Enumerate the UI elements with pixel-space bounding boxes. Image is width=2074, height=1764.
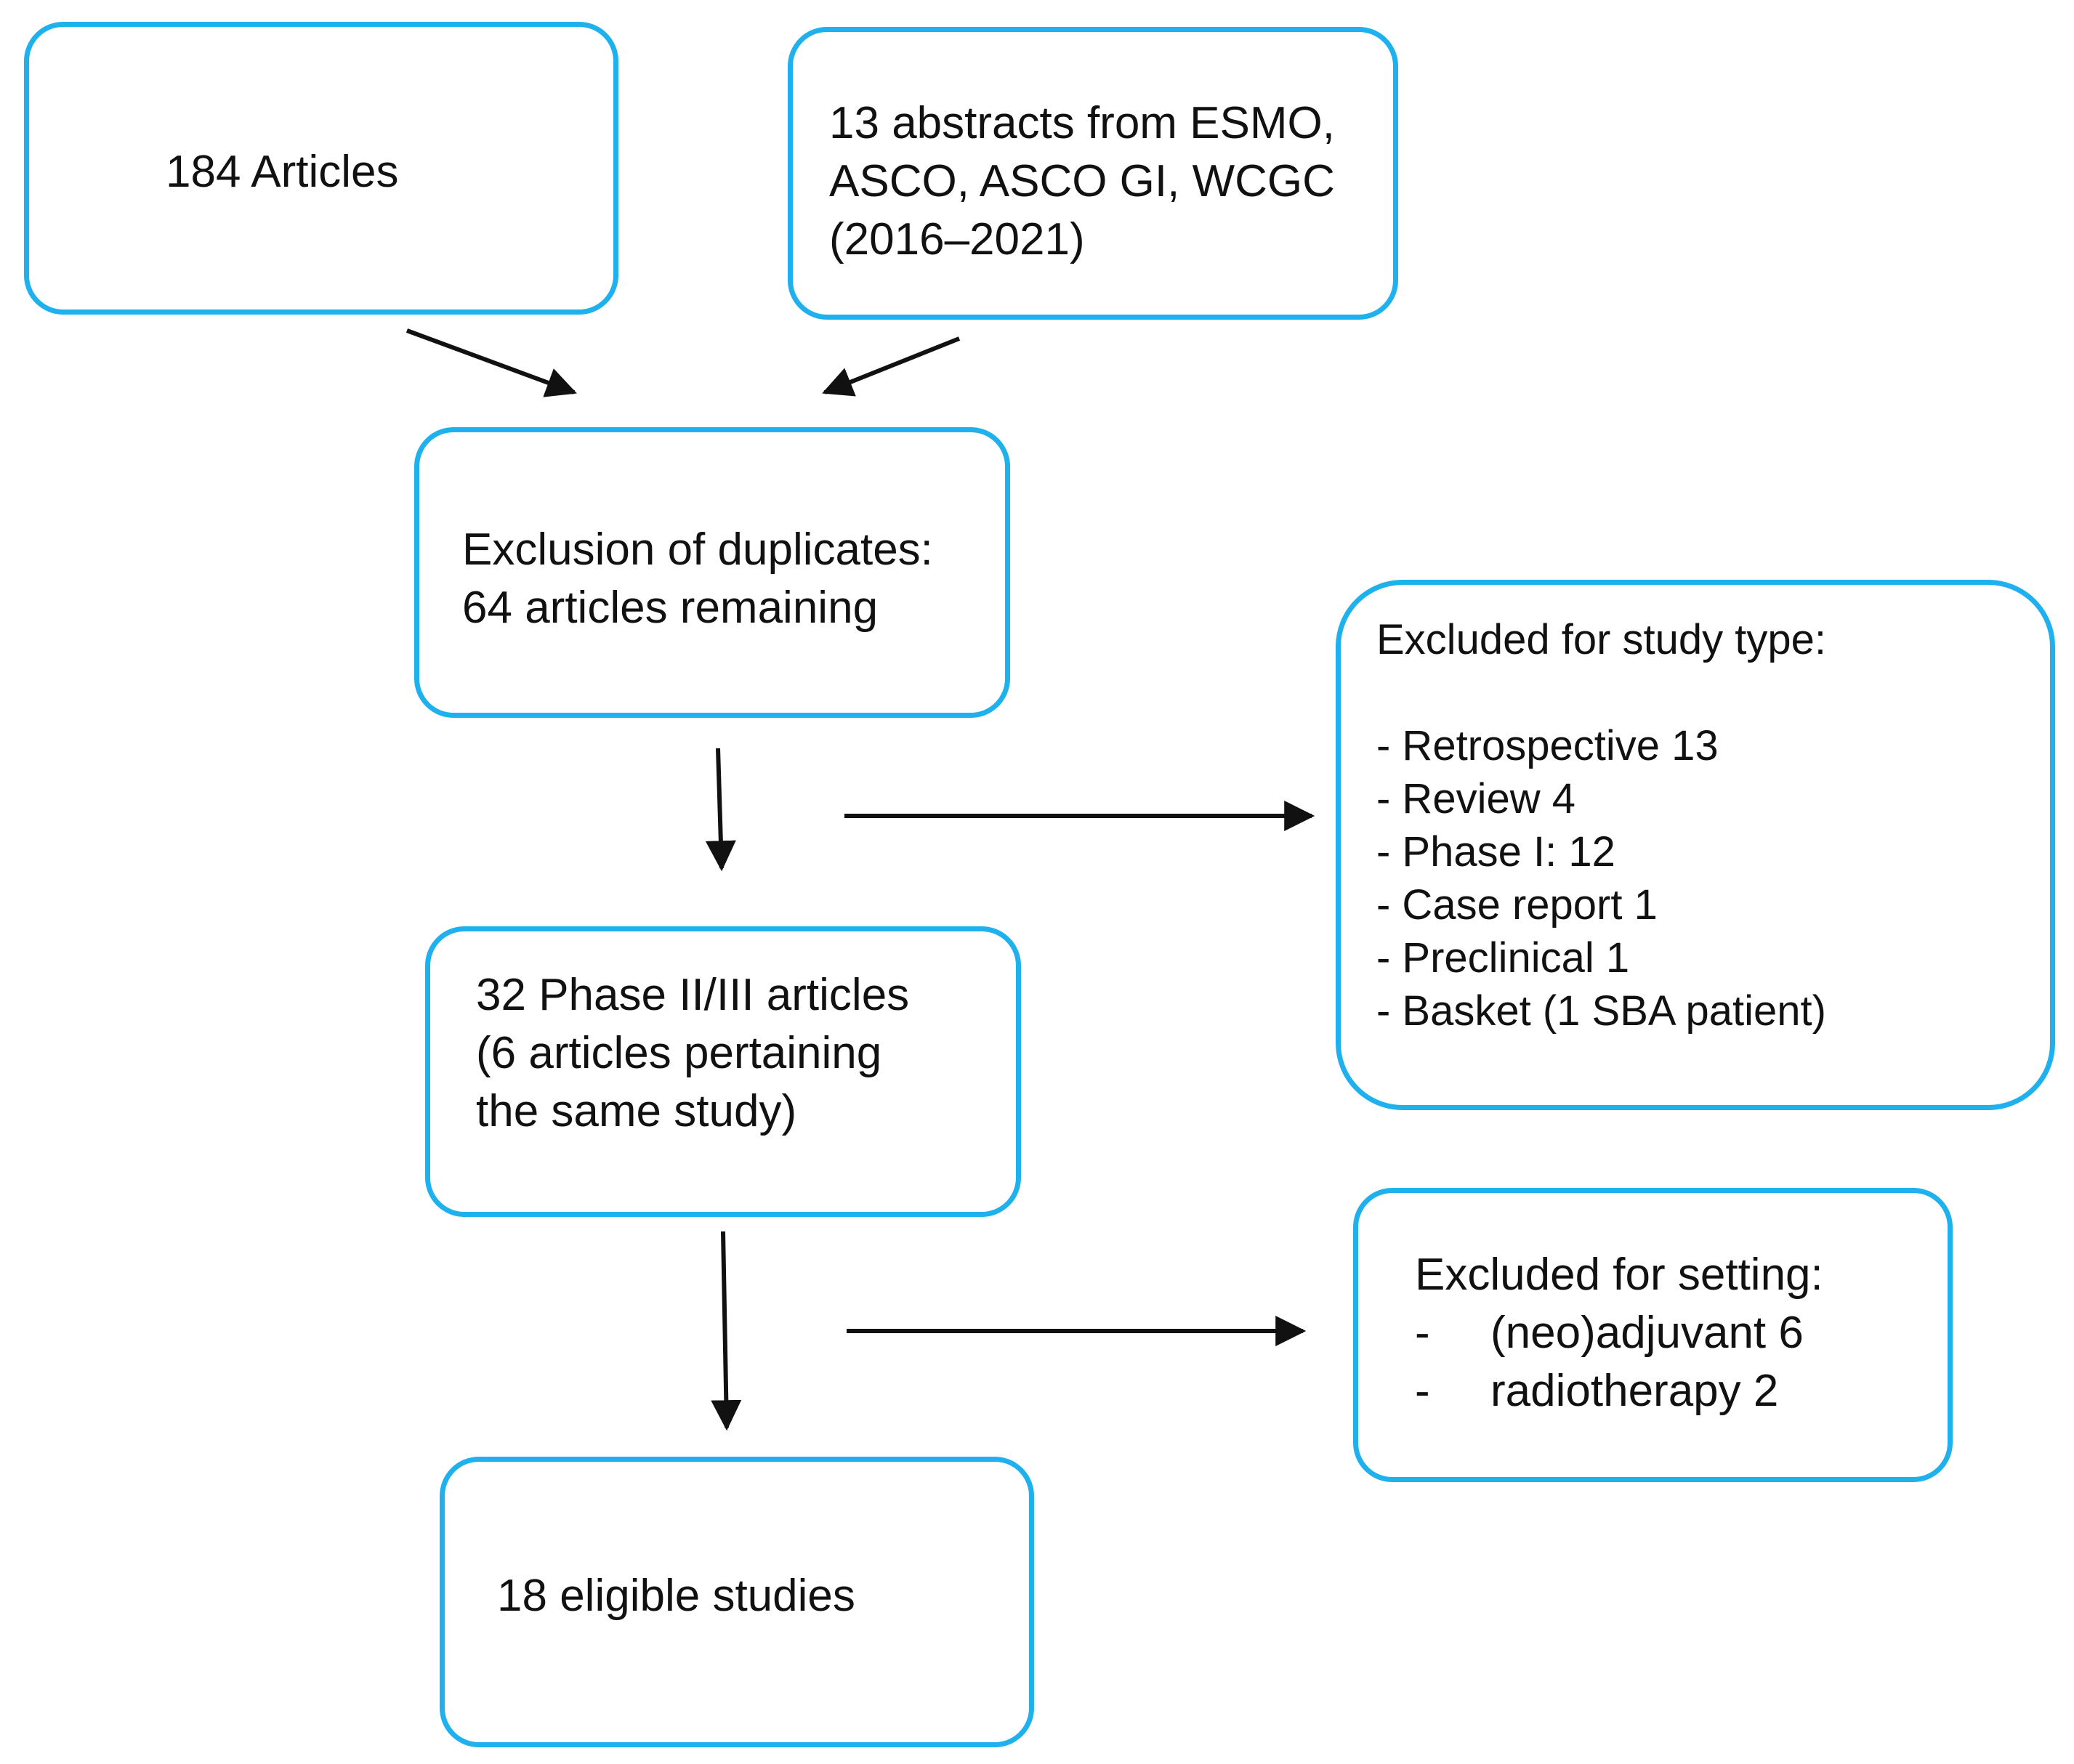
phase-line: the same study) (476, 1086, 797, 1136)
duplicates-text: Exclusion of duplicates: 64 articles rem… (462, 521, 933, 637)
duplicates-line: Exclusion of duplicates: (462, 525, 933, 575)
box-duplicates: Exclusion of duplicates: 64 articles rem… (414, 427, 1010, 718)
phase-line: 32 Phase II/III articles (476, 970, 910, 1020)
excluded-study-type-item: - Review 4 (1376, 775, 1575, 822)
arrow-duplicates-to-phase (705, 748, 736, 872)
duplicates-line: 64 articles remaining (462, 583, 879, 633)
eligible-text: 18 eligible studies (497, 1571, 855, 1621)
excluded-study-type-item: - Phase I: 12 (1376, 828, 1615, 875)
articles-text: 184 Articles (166, 147, 399, 197)
box-abstracts: 13 abstracts from ESMO, ASCO, ASCO GI, W… (788, 27, 1398, 320)
excluded-setting-item-text: (neo)adjuvant 6 (1490, 1308, 1804, 1358)
phase-line: (6 articles pertaining (476, 1028, 882, 1078)
bullet-dash: - (1415, 1308, 1430, 1358)
arrow-abstracts-to-duplicates (822, 336, 961, 397)
excluded-study-type-title: Excluded for study type: (1376, 616, 1826, 663)
bullet-dash: - (1415, 1366, 1430, 1416)
spacer (1376, 666, 1826, 719)
excluded-study-type-item: - Preclinical 1 (1376, 934, 1630, 982)
abstracts-line: (2016–2021) (829, 214, 1085, 264)
abstracts-line: 13 abstracts from ESMO, (829, 98, 1335, 148)
excluded-setting-item-text: radiotherapy 2 (1490, 1366, 1779, 1416)
excluded-setting-title: Excluded for setting: (1415, 1250, 1823, 1300)
excluded-setting-item: - (neo)adjuvant 6 (1415, 1304, 1823, 1362)
arrow-articles-to-duplicates (405, 328, 577, 397)
excluded-study-type-item: - Retrospective 13 (1376, 722, 1719, 769)
excluded-study-type-item: - Case report 1 (1376, 881, 1658, 928)
phase-text: 32 Phase II/III articles (6 articles per… (476, 966, 909, 1141)
abstracts-text: 13 abstracts from ESMO, ASCO, ASCO GI, W… (829, 94, 1335, 269)
excluded-study-type-text: Excluded for study type: - Retrospective… (1376, 613, 1826, 1037)
arrow-phase-to-eligible (711, 1231, 742, 1431)
abstracts-line: ASCO, ASCO GI, WCGC (829, 156, 1335, 206)
box-phase: 32 Phase II/III articles (6 articles per… (425, 926, 1021, 1217)
box-eligible: 18 eligible studies (440, 1457, 1034, 1747)
excluded-setting-item: - radiotherapy 2 (1415, 1362, 1823, 1420)
excluded-study-type-item: - Basket (1 SBA patient) (1376, 987, 1826, 1035)
box-excluded-setting: Excluded for setting: - (neo)adjuvant 6 -… (1353, 1188, 1953, 1482)
excluded-setting-text: Excluded for setting: - (neo)adjuvant 6 -… (1415, 1246, 1823, 1420)
box-articles: 184 Articles (24, 22, 618, 315)
box-excluded-study-type: Excluded for study type: - Retrospective… (1336, 580, 2055, 1110)
